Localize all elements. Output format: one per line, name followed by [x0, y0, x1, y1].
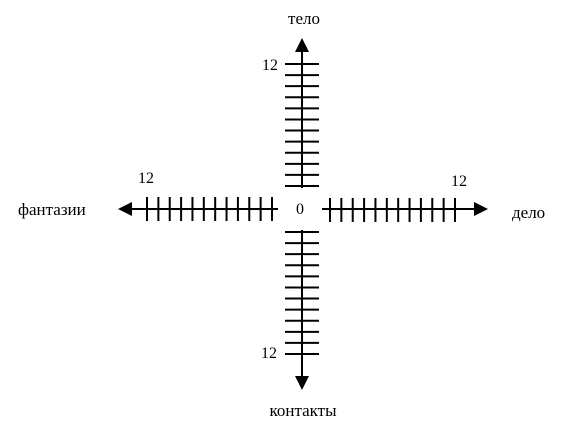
arrowhead-right [474, 202, 488, 216]
max-label-left: 12 [138, 170, 154, 187]
axis-label-top: тело [288, 9, 320, 28]
axis-right [322, 198, 488, 222]
axis-bottom [285, 230, 319, 390]
arrowhead-bottom [295, 376, 309, 390]
max-label-right: 12 [451, 173, 467, 190]
origin-label: 0 [296, 201, 304, 218]
ticks-left [146, 197, 273, 221]
axis-label-right: дело [512, 203, 545, 222]
axis-label-bottom: контакты [269, 401, 337, 420]
axis-top [285, 38, 319, 188]
axis-left [118, 197, 278, 221]
max-label-top: 12 [262, 57, 278, 74]
ticks-bottom [285, 231, 319, 355]
ticks-top [285, 63, 319, 187]
axis-label-left: фантазии [18, 200, 86, 219]
arrowhead-top [295, 38, 309, 52]
max-label-bottom: 12 [261, 345, 277, 362]
ticks-right [329, 198, 456, 222]
arrowhead-left [118, 202, 132, 216]
